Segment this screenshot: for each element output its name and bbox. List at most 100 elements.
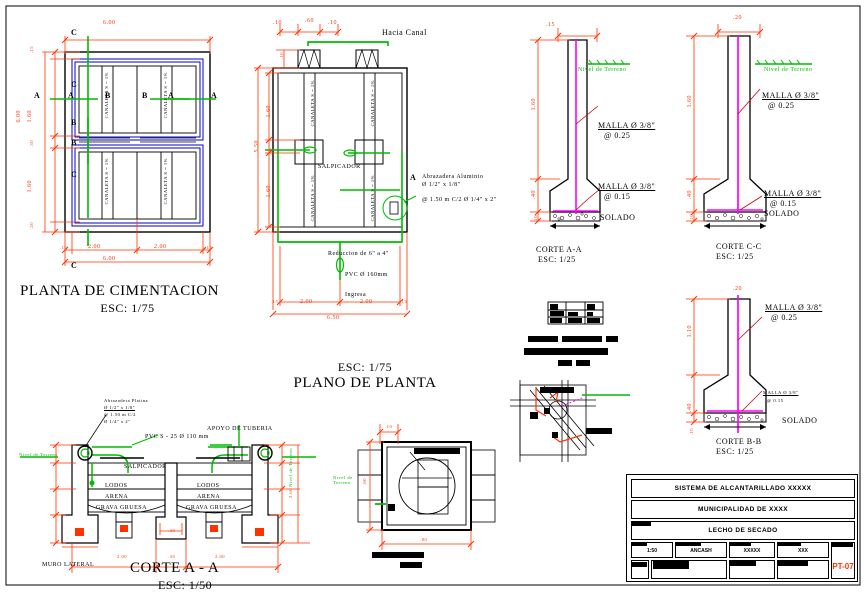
corteaa-scale: ESC: 1/25 [538,255,576,264]
foundation-mark-a-left-out: A [34,91,41,100]
floorplan-leftdim-2: .30 [268,148,273,156]
foundation-plan-scale: ESC: 1/75 [100,301,155,315]
cortesec-splash-label: SALPICADOR [124,464,167,470]
detail-dim-top: .10 [385,424,393,429]
floorplan-mark-a: A [410,173,417,182]
foundation-dim-bottom-2: 2.00 [154,244,167,250]
foundation-plan-title: PLANTA DE CIMENTACION [20,283,219,299]
detail-ground-label: Nivel de Terreno [333,475,353,485]
cortecc-mesh-note-2b: @ 0.15 [770,199,797,208]
corteaa-mesh-note-2a: MALLA Ø 3/8" [598,182,656,191]
cortebb-dim-top: .20 [733,286,742,292]
title-block-row-1: SISTEMA DE ALCANTARILLADO XXXXX [631,479,855,498]
foundation-dim-bottom-0: .15 [60,245,68,250]
detail-dim-left: .80 [362,478,367,486]
cortesec-right-total: 2.60 [288,488,293,499]
cortesec-scale: ESC: 1/50 [158,578,213,592]
cortebb-mesh-note-2a: MALLA Ø 3/8" [763,390,799,395]
foundation-dim-top: 6.00 [103,20,116,26]
cortecc-mesh-note-1b: @ 0.25 [768,101,795,110]
title-block-row-1-text: SISTEMA DE ALCANTARILLADO XXXXX [674,485,812,492]
floorplan-botdim-2: 2.00 [360,299,373,305]
cortesec-ground-left: Nivel de Terreno [19,452,58,457]
title-block-row-2-text: MUNICIPALIDAD DE XXXX [698,506,788,513]
foundation-dim-left-2: .30 [29,140,34,148]
cortebb-scale: ESC: 1/25 [716,447,754,456]
corteaa-dim-left-0: 1.60 [531,98,537,111]
cortesec-layer-1: ARENA [105,494,129,500]
floorplan-pvc-note: PVC Ø 160mm [345,272,388,278]
cortebb-title: CORTE B-B [716,437,762,446]
title-block-designer-cell [651,560,727,579]
cortesec-layer-5: GRAVA GRUESA [186,505,237,511]
title-block-cell-date-marker [729,542,751,546]
floorplan-splash-label: SALPICADOR [318,164,361,170]
title-block-cell-code: XXX [777,542,829,558]
title-block-cell-scale-text: 1:50 [646,548,657,554]
foundation-mark-b-left: B [105,91,111,100]
title-block-tag-marker [631,521,651,526]
title-block-row-3-text: LECHO DE SECADO [708,527,778,534]
floorplan-leftdim-0: .10 [279,52,284,60]
foundation-mark-b-mid-bottom: B [71,138,77,147]
floorplan-channel-1: CANALETA S = 1% [370,80,375,127]
cortesec-pipe-note: PVC S - 25 Ø 110 mm [145,434,209,440]
floorplan-clamp-note-1: Abrazadera Aluminio [422,174,484,180]
floorplan-channel-0: CANALETA S = 1% [310,80,315,127]
foundation-mark-c-inner-top: C [71,80,78,89]
cortesec-support-note: APOYO DE TUBERIA [207,426,273,432]
foundation-channel-1: CANALETA S = 1% [163,72,168,119]
title-block-logo-cell [631,560,649,579]
title-block-drawn-cell [729,560,775,579]
title-block-cell-code-text: XXX [797,548,808,554]
detail-dim-bottom: .80 [420,537,428,542]
floorplan-clamp-note-3: @ 1.50 m C/2 Ø 1/4" x 2" [422,197,497,203]
foundation-plan-graphic [42,36,216,266]
corteaa-dim-left-1: .40 [531,190,537,199]
cortesec-wall-label: MURO LATERAL [42,562,95,568]
foundation-dim-bottom-total: 6.00 [103,256,116,262]
cortesec-clamp-2: Ø 1/2" x 1/8" [104,405,136,410]
title-block-sheet-number: PT-07 [832,562,854,571]
corteaa-title: CORTE A-A [536,245,583,254]
corte-aa-section-graphic [20,414,316,573]
title-block-cell-code-marker [777,542,801,546]
cortesec-title: CORTE A - A [130,560,220,576]
title-block-designer-marker [653,561,689,569]
cortebb-mesh-note-1a: MALLA Ø 3/8" [765,303,823,312]
cortecc-scale: ESC: 1/25 [716,252,754,261]
title-block-drawn-marker [730,561,756,566]
title-block-cell-scale-marker [631,542,647,546]
cortecc-mesh-note-1a: MALLA Ø 3/8" [762,91,820,100]
foundation-channel-0: CANALETA S = 1% [104,72,109,119]
foundation-mark-b-mid-top: B [71,118,77,127]
title-block-cell-region-marker [675,542,701,546]
corte-bb-graphic [686,295,767,433]
cortesec-clamp-1: Abrazadera Platina [104,398,149,403]
detail-box-graphic [357,424,496,568]
floorplan-leftdim-3: 1.60 [266,185,272,198]
cortecc-base-label: SOLADO [764,209,800,218]
cortebb-dim-left-1: .40 [687,403,693,412]
corteaa-mesh-note-1b: @ 0.25 [604,131,631,140]
corteaa-base-label: SOLADO [600,213,636,222]
cortesec-mid-dim: .30 [168,528,176,533]
cortesec-ground-right: Nivel de Terreno [288,448,293,487]
foundation-channel-3: CANALETA S = 1% [163,158,168,205]
floorplan-topdim-1: .60 [305,18,314,24]
floorplan-title: PLANO DE PLANTA [293,375,437,391]
floorplan-bottom-total: 6.50 [327,315,340,321]
title-block-cell-scale: 1:50 [631,542,673,558]
cortesec-clamp-4: Ø 1/4" x 2" [104,419,131,424]
cortecc-title: CORTE C-C [716,242,762,251]
floorplan-botdim-0: .15 [271,299,279,304]
floorplan-channel-3: CANALETA S = 1% [370,175,375,222]
corte-cc-graphic [686,24,812,229]
cortecc-dim-left-1: .40 [687,190,693,199]
misc-detail-graphic [510,301,630,462]
cortesec-botdim-1: .30 [168,554,176,559]
corteaa-mesh-note-1a: MALLA Ø 3/8" [598,121,656,130]
foundation-mark-c-top: C [71,28,78,37]
title-block-sheet-cell [831,542,855,579]
